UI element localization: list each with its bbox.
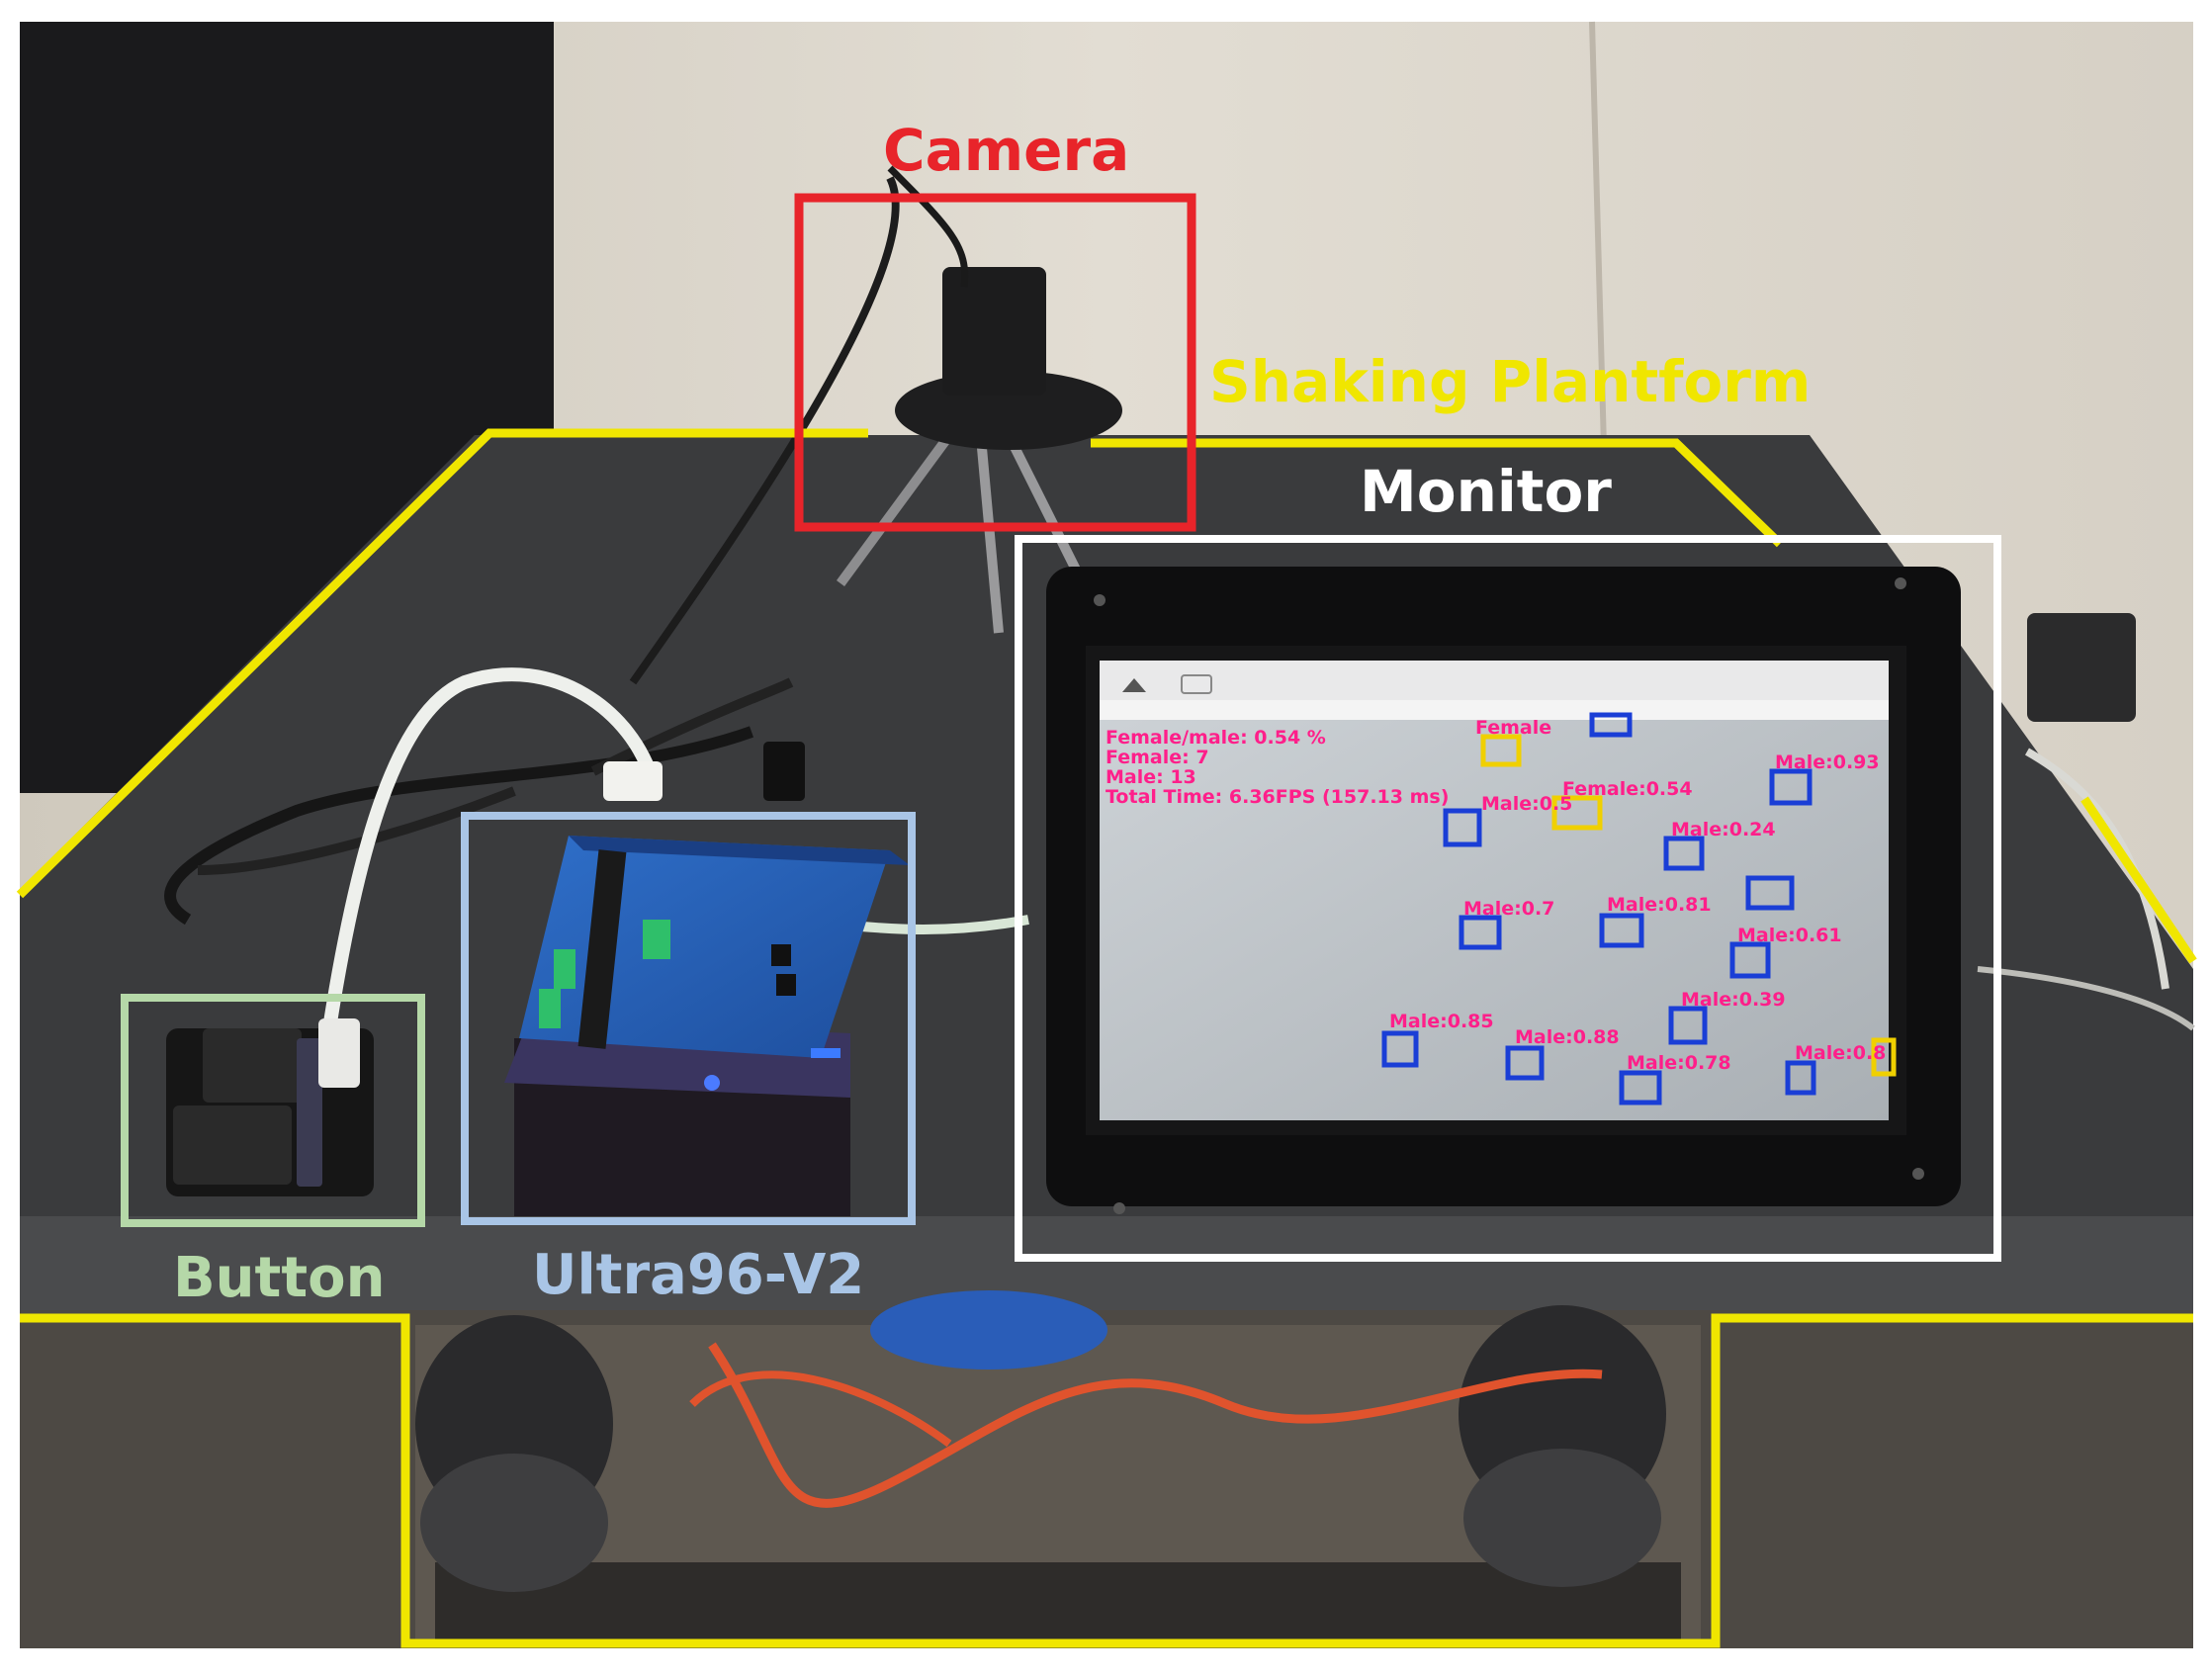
monitor-device [1046, 567, 1961, 1214]
detection-label: Male:0.81 [1607, 894, 1712, 916]
detection-label: Male:0.78 [1627, 1052, 1731, 1074]
ultra96-label: Ultra96-V2 [532, 1243, 865, 1307]
detection-boxes [1381, 712, 1897, 1105]
ultra96-board [504, 836, 910, 1216]
camera-box [794, 193, 1196, 532]
usb-cable [319, 667, 660, 1050]
detection-label: Male:0.61 [1737, 925, 1842, 946]
detection-label: Male:0.24 [1671, 819, 1776, 840]
detection-label: Male:0.5 [1481, 793, 1573, 815]
shaking-platform-outline [16, 428, 2197, 1648]
detection-label: Female [1475, 717, 1552, 739]
ultra96-box [461, 812, 916, 1225]
screen-stat-female: Female: 7 [1106, 747, 1209, 768]
red-cable [708, 1342, 1603, 1508]
button-device [166, 1018, 374, 1196]
screen-stat-male: Male: 13 [1106, 766, 1196, 788]
detection-label: Male:0.93 [1775, 751, 1880, 773]
motor [870, 1290, 1107, 1370]
detection-label: Male:0.8 [1795, 1042, 1887, 1064]
monitor-label: Monitor [1360, 458, 1612, 525]
detection-label: Female:0.54 [1562, 778, 1693, 800]
screen-stat-ratio: Female/male: 0.54 % [1106, 727, 1326, 749]
shaking-platform-label: Shaking Plantform [1209, 348, 1812, 415]
button-box [121, 994, 425, 1227]
detection-label: Male:0.88 [1515, 1026, 1620, 1048]
monitor-box [1015, 535, 2001, 1262]
button-label: Button [173, 1246, 386, 1310]
screen-stat-time: Total Time: 6.36FPS (157.13 ms) [1106, 786, 1450, 808]
detection-label: Male:0.85 [1389, 1011, 1494, 1032]
detection-label: Male:0.39 [1681, 989, 1786, 1011]
camera-label: Camera [883, 117, 1130, 184]
detection-label: Male:0.7 [1463, 898, 1555, 920]
